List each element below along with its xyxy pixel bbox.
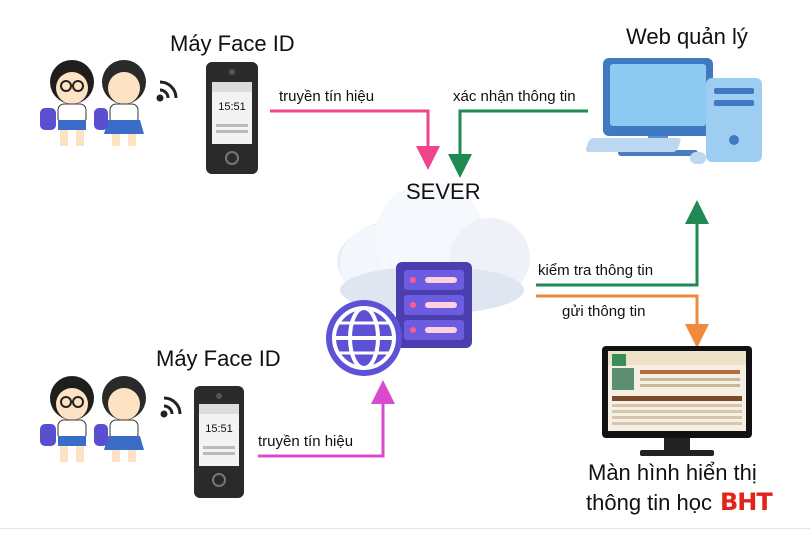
students-top-icon [40,60,146,146]
arrow-server-to-web [536,200,709,287]
arrow-top-device-to-server [270,109,440,170]
face-id-device-top-icon [206,62,258,174]
monitor-title-line1: Màn hình hiển thị [588,460,757,485]
device-bottom-title: Máy Face ID [156,346,281,371]
bht-logo: BHT [720,488,773,516]
students-bottom-icon [40,376,146,462]
monitor-icon [602,346,752,456]
device-top-title: Máy Face ID [170,31,295,56]
device-top-time: 15:51 [218,101,246,113]
monitor-title-line2: thông tin học [586,490,712,515]
desktop-computer-icon [585,58,762,164]
edge-label-server-to-web: kiểm tra thông tin [538,262,654,279]
edge-label-bottom-device-to-server: truyền tín hiệu [258,433,354,450]
globe-icon [326,300,402,376]
edge-label-top-device-to-server: truyền tín hiệu [279,88,375,105]
face-id-device-bottom-icon [194,386,244,498]
arrow-server-to-monitor [536,294,709,348]
web-title: Web quản lý [626,24,748,49]
server-rack-icon [396,262,472,348]
bottom-divider [0,528,810,529]
edge-label-web-to-server: xác nhận thông tin [453,88,576,105]
edge-label-server-to-monitor: gửi thông tin [562,303,646,320]
device-bottom-time: 15:51 [205,423,233,435]
arrow-bottom-device-to-server [258,380,395,458]
wifi-signal-bottom-icon [160,396,182,418]
server-title: SEVER [406,179,481,204]
arrow-web-to-server [448,109,588,178]
wifi-signal-top-icon [156,80,178,102]
